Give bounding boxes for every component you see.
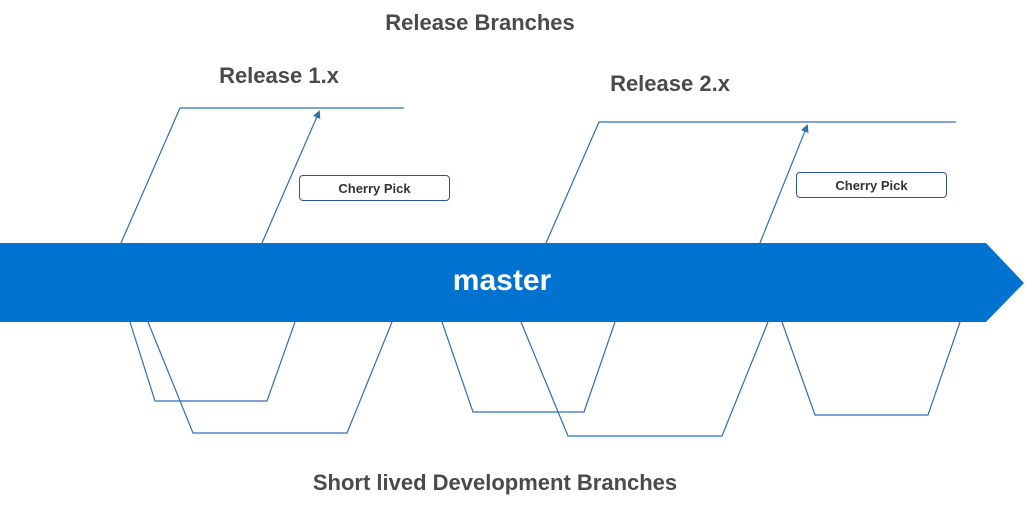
release-1x-cherry-pick-arrow: [261, 110, 321, 244]
dev-branches-caption: Short lived Development Branches: [312, 470, 678, 495]
release-2x-cherry-pick-box: Cherry Pick: [796, 172, 947, 198]
dev-branch-line: [520, 321, 769, 437]
master-branch-arrow: [0, 243, 1024, 322]
release-1x-cherry-pick-box: Cherry Pick: [299, 175, 450, 201]
dev-branch-line: [129, 321, 296, 402]
cherry-pick-label: Cherry Pick: [338, 180, 411, 196]
cherry-pick-label: Cherry Pick: [835, 177, 908, 193]
release-1x-label: Release 1.x: [219, 63, 339, 88]
master-branch-label: master: [452, 264, 552, 297]
dev-branch-line: [781, 321, 961, 416]
release-1x-branch-line: [120, 107, 404, 244]
release-2x-label: Release 2.x: [610, 71, 730, 96]
release-2x-cherry-pick-arrow: [759, 124, 809, 244]
release-2x-branch-line: [545, 121, 956, 244]
diagram-title: Release Branches: [385, 10, 575, 35]
dev-branch-line: [147, 321, 393, 434]
dev-branch-line: [441, 321, 616, 413]
